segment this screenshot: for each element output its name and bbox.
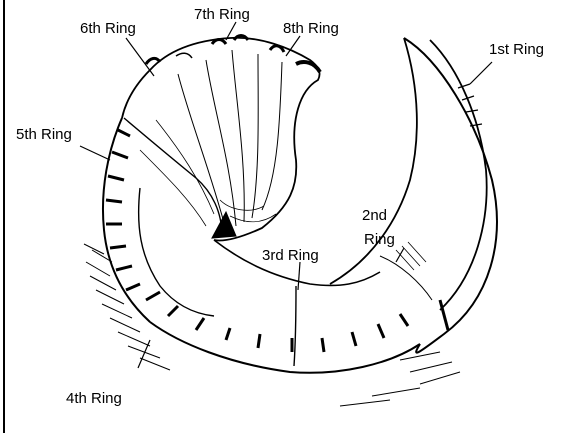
leader-ring3 bbox=[298, 262, 300, 290]
label-2nd-ring-line2: Ring bbox=[364, 231, 395, 248]
label-3rd-ring: 3rd Ring bbox=[262, 247, 319, 264]
inner-coil bbox=[122, 36, 320, 241]
ground-shadow bbox=[84, 244, 460, 406]
label-5th-ring: 5th Ring bbox=[16, 126, 72, 143]
label-4th-ring: 4th Ring bbox=[66, 390, 122, 407]
leader-ring5 bbox=[80, 146, 110, 160]
leader-ring1 bbox=[470, 62, 492, 84]
leader-ring6 bbox=[126, 38, 154, 76]
label-8th-ring: 8th Ring bbox=[283, 20, 339, 37]
label-1st-ring: 1st Ring bbox=[489, 41, 544, 58]
outer-spiral bbox=[214, 38, 497, 366]
label-2nd-ring-line1: 2nd bbox=[362, 207, 387, 224]
leader-lines bbox=[80, 22, 492, 368]
label-7th-ring: 7th Ring bbox=[194, 6, 250, 23]
ring-labels: 1st Ring 2nd Ring 3rd Ring 4th Ring 5th … bbox=[16, 6, 544, 407]
label-6th-ring: 6th Ring bbox=[80, 20, 136, 37]
leader-ring2 bbox=[396, 248, 404, 262]
